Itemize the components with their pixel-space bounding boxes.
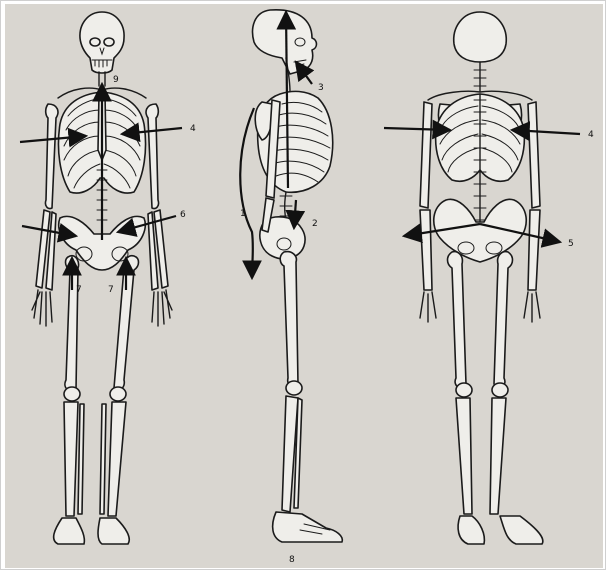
label-front-7-left: 7	[76, 285, 82, 295]
label-back-5: 5	[568, 239, 574, 249]
skull-back	[454, 12, 507, 62]
left-femur-back	[448, 252, 467, 388]
right-humerus	[146, 104, 158, 209]
figure-id: 8	[289, 555, 295, 565]
label-front-4: 4	[190, 124, 196, 134]
label-front-9: 9	[113, 75, 119, 85]
side-femur	[280, 252, 298, 387]
arrow-side-curve	[240, 108, 254, 278]
posterior-skeleton	[420, 12, 543, 544]
skull-side	[253, 10, 317, 74]
side-foot	[273, 512, 343, 542]
label-back-4: 4	[588, 130, 594, 140]
label-front-7-right: 7	[108, 285, 114, 295]
lateral-skeleton	[253, 10, 343, 542]
label-side-3: 3	[318, 83, 324, 93]
label-side-2: 2	[312, 219, 318, 229]
label-front-6: 6	[180, 210, 186, 220]
right-femur-back	[494, 252, 513, 388]
left-humerus	[45, 104, 57, 209]
skull-front	[80, 12, 124, 73]
label-side-1: 1	[240, 209, 246, 219]
